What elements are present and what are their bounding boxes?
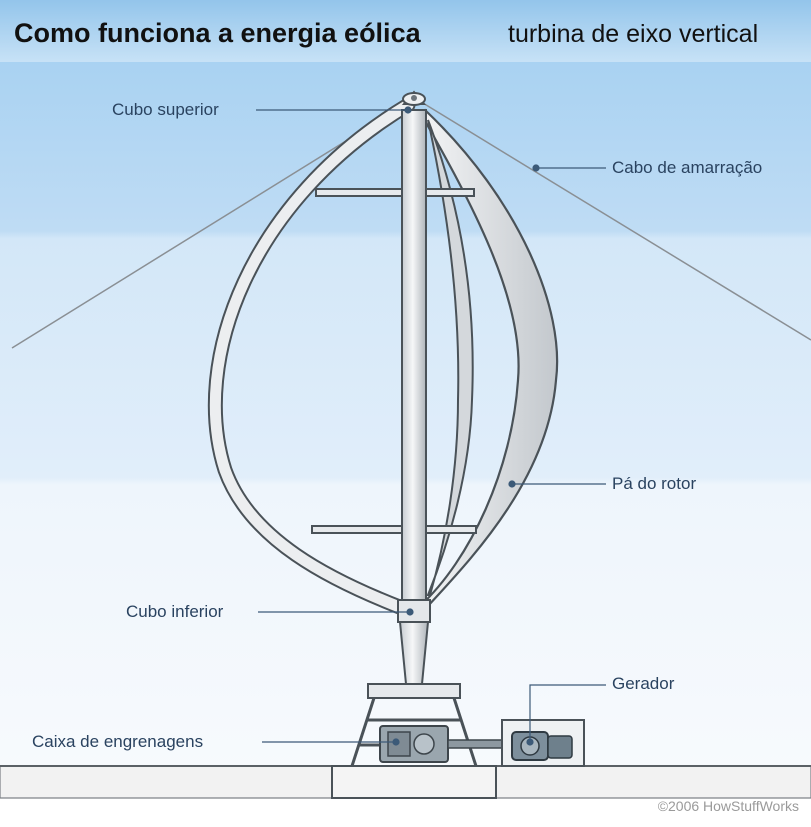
- strut-upper-left: [315, 188, 407, 197]
- base-platform: [367, 683, 461, 699]
- copyright-credit: ©2006 HowStuffWorks: [657, 798, 799, 814]
- foundation: [331, 765, 497, 799]
- label-bottom-hub: Cubo inferior: [126, 602, 224, 621]
- title-bar: Como funciona a energia eólica turbina d…: [0, 0, 811, 62]
- leader-lines: [256, 106, 606, 746]
- diagram-subtitle: turbina de eixo vertical: [508, 20, 759, 48]
- label-guy-wire: Cabo de amarração: [612, 158, 763, 177]
- diagram-title: Como funciona a energia eólica: [14, 18, 421, 48]
- strut-upper-right: [423, 188, 475, 197]
- strut-lower-right: [423, 525, 477, 534]
- support-frame: [350, 697, 478, 767]
- label-rotor-blade: Pá do rotor: [612, 474, 697, 493]
- label-top-hub: Cubo superior: [112, 100, 219, 119]
- guy-wire-right: [417, 99, 811, 341]
- strut-lower-left: [311, 525, 405, 534]
- bottom-hub: [397, 599, 431, 623]
- label-gearbox: Caixa de engrenagens: [32, 732, 204, 751]
- rotor-blade-back: [426, 119, 474, 596]
- mast: [401, 109, 427, 619]
- label-generator: Gerador: [612, 674, 675, 693]
